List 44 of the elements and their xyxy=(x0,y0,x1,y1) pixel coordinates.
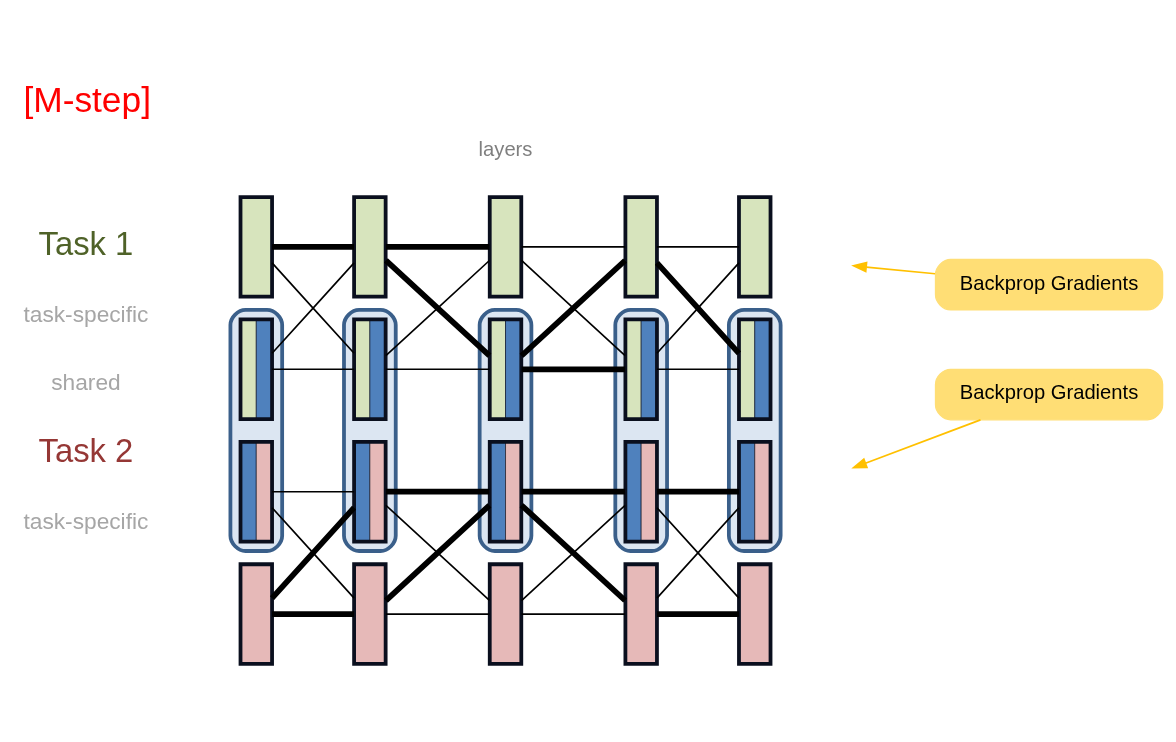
connector xyxy=(272,243,355,250)
connector xyxy=(385,612,491,615)
connector xyxy=(271,261,355,354)
cluster xyxy=(727,307,783,553)
connector xyxy=(520,612,626,615)
node-box xyxy=(238,561,274,666)
node-box: Backprop Gradients xyxy=(934,258,1164,311)
node-box: Backprop Gradients xyxy=(934,368,1164,420)
connector xyxy=(521,488,626,495)
cluster xyxy=(613,307,669,553)
node-box xyxy=(352,561,388,666)
cluster xyxy=(477,307,534,553)
node-box xyxy=(487,194,524,299)
node-box xyxy=(238,194,274,299)
label: shared xyxy=(51,368,121,395)
connector xyxy=(521,365,626,372)
label: layers xyxy=(478,137,533,160)
connector xyxy=(656,506,740,599)
node-box xyxy=(487,561,524,666)
connector xyxy=(271,490,355,492)
arrow xyxy=(851,261,936,275)
connector xyxy=(271,367,355,370)
label: Task 1 xyxy=(38,224,134,262)
cluster xyxy=(342,307,398,553)
connector xyxy=(656,245,740,248)
diagram-title: [M-step] xyxy=(23,79,151,119)
node-box xyxy=(737,561,773,666)
label: Task 2 xyxy=(38,431,134,469)
connector xyxy=(656,488,739,495)
label: task-specific xyxy=(23,507,149,534)
label: task-specific xyxy=(23,300,149,327)
arrow xyxy=(851,418,982,469)
node-box xyxy=(352,194,388,299)
connector xyxy=(272,610,355,617)
connector xyxy=(520,245,626,248)
node-box xyxy=(623,561,659,666)
connector xyxy=(385,488,490,495)
connector xyxy=(656,610,739,617)
connector xyxy=(385,243,490,250)
cluster xyxy=(228,307,285,553)
node-box xyxy=(623,194,659,299)
connector xyxy=(656,367,740,370)
connector xyxy=(385,367,491,370)
node-box xyxy=(737,194,773,299)
